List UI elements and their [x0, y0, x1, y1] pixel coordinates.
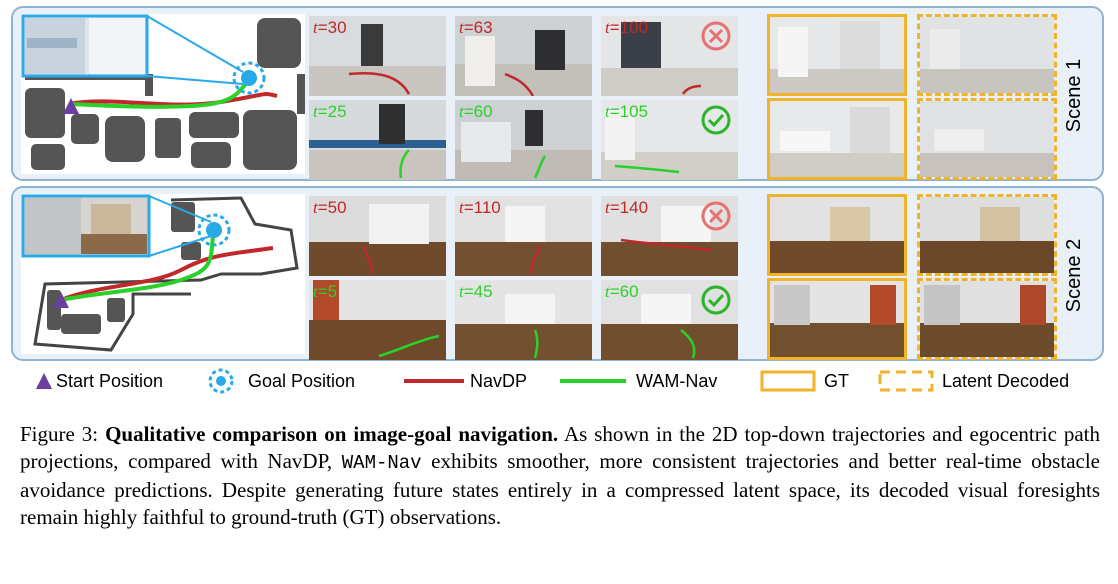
scene-2-navdp-frame-3: t=140 — [601, 196, 738, 276]
x-circle-icon — [701, 201, 731, 231]
scene-2-navdp-frame-1: t=50 — [309, 196, 446, 276]
figure-legend: Start Position Goal Position NavDP WAM-N… — [0, 368, 1118, 394]
scene-2-wam-time-3: t=60 — [605, 282, 639, 301]
caption-method-name: WAM-Nav — [341, 452, 422, 474]
figure-label: Figure 3: — [20, 422, 99, 446]
solid-box-icon — [760, 370, 816, 392]
scene-2-wam-frame-3: t=60 — [601, 280, 738, 360]
goal-marker-icon — [208, 368, 234, 394]
scene-2-wam-frame-2: t=45 — [455, 280, 592, 360]
scene-1-navdp-frame-2: t=63 — [455, 16, 592, 96]
check-circle-icon — [701, 285, 731, 315]
legend-wam: WAM-Nav — [560, 368, 717, 394]
scene-2-gt-frame-2 — [767, 278, 907, 360]
scene-2-latent-frame-2 — [917, 278, 1057, 360]
caption-text-1: As shown in the 2D top-down trajectories… — [20, 422, 1101, 473]
triangle-icon — [36, 373, 52, 389]
scene-2-wam-time-1: t=5 — [313, 282, 338, 301]
scene-1-navdp-frame-1: t=30 — [309, 16, 446, 96]
scene-1-navdp-time-3: t=100 — [605, 18, 649, 37]
legend-navdp: NavDP — [404, 368, 527, 394]
scene-1-navdp-time-2: t=63 — [459, 18, 493, 37]
scene-1-wam-time-2: t=60 — [459, 102, 493, 121]
caption-text-2: exhibits smoother, more consistent traje… — [20, 449, 1100, 529]
x-circle-icon — [701, 21, 731, 51]
check-circle-icon — [701, 105, 731, 135]
scene-2-navdp-time-1: t=50 — [313, 198, 347, 217]
scene-1-wam-frame-1: t=25 — [309, 100, 446, 180]
scene-1-panel: t=30 t=63 t=100 t=25 t=60 t=105 Scene 1 — [11, 6, 1104, 181]
figure-caption: Figure 3: Qualitative comparison on imag… — [20, 421, 1100, 531]
caption-title: Qualitative comparison on image-goal nav… — [105, 422, 559, 446]
scene-1-gt-frame-1 — [767, 14, 907, 96]
scene-1-navdp-time-1: t=30 — [313, 18, 347, 37]
scene-2-navdp-frame-2: t=110 — [455, 196, 592, 276]
scene-2-wam-time-2: t=45 — [459, 282, 493, 301]
scene-2-wam-frame-1: t=5 — [309, 280, 446, 360]
dashed-box-icon — [878, 370, 934, 392]
scene-2-navdp-time-2: t=110 — [459, 198, 501, 217]
scene-1-wam-frame-3: t=105 — [601, 100, 738, 180]
legend-goal: Goal Position — [204, 368, 355, 394]
scene-1-wam-frame-2: t=60 — [455, 100, 592, 180]
scene-2-topdown-map — [21, 194, 305, 354]
legend-latent: Latent Decoded — [878, 368, 1069, 394]
green-line-icon — [560, 379, 626, 383]
scene-1-navdp-frame-3: t=100 — [601, 16, 738, 96]
scene-2-panel: t=50 t=110 t=140 t=5 t=45 t=60 Scene 2 — [11, 186, 1104, 361]
scene-1-topdown-map — [21, 14, 305, 174]
scene-1-label: Scene 1 — [1063, 58, 1086, 133]
scene-2-navdp-time-3: t=140 — [605, 198, 649, 217]
red-line-icon — [404, 379, 464, 383]
scene-1-latent-frame-2 — [917, 98, 1057, 180]
legend-start: Start Position — [34, 368, 163, 394]
scene-1-wam-time-3: t=105 — [605, 102, 649, 121]
scene-2-latent-frame-1 — [917, 194, 1057, 276]
scene-2-gt-frame-1 — [767, 194, 907, 276]
scene-1-gt-frame-2 — [767, 98, 907, 180]
scene-2-label: Scene 2 — [1063, 238, 1086, 313]
legend-gt: GT — [760, 368, 849, 394]
scene-1-wam-time-1: t=25 — [313, 102, 347, 121]
scene-1-latent-frame-1 — [917, 14, 1057, 96]
